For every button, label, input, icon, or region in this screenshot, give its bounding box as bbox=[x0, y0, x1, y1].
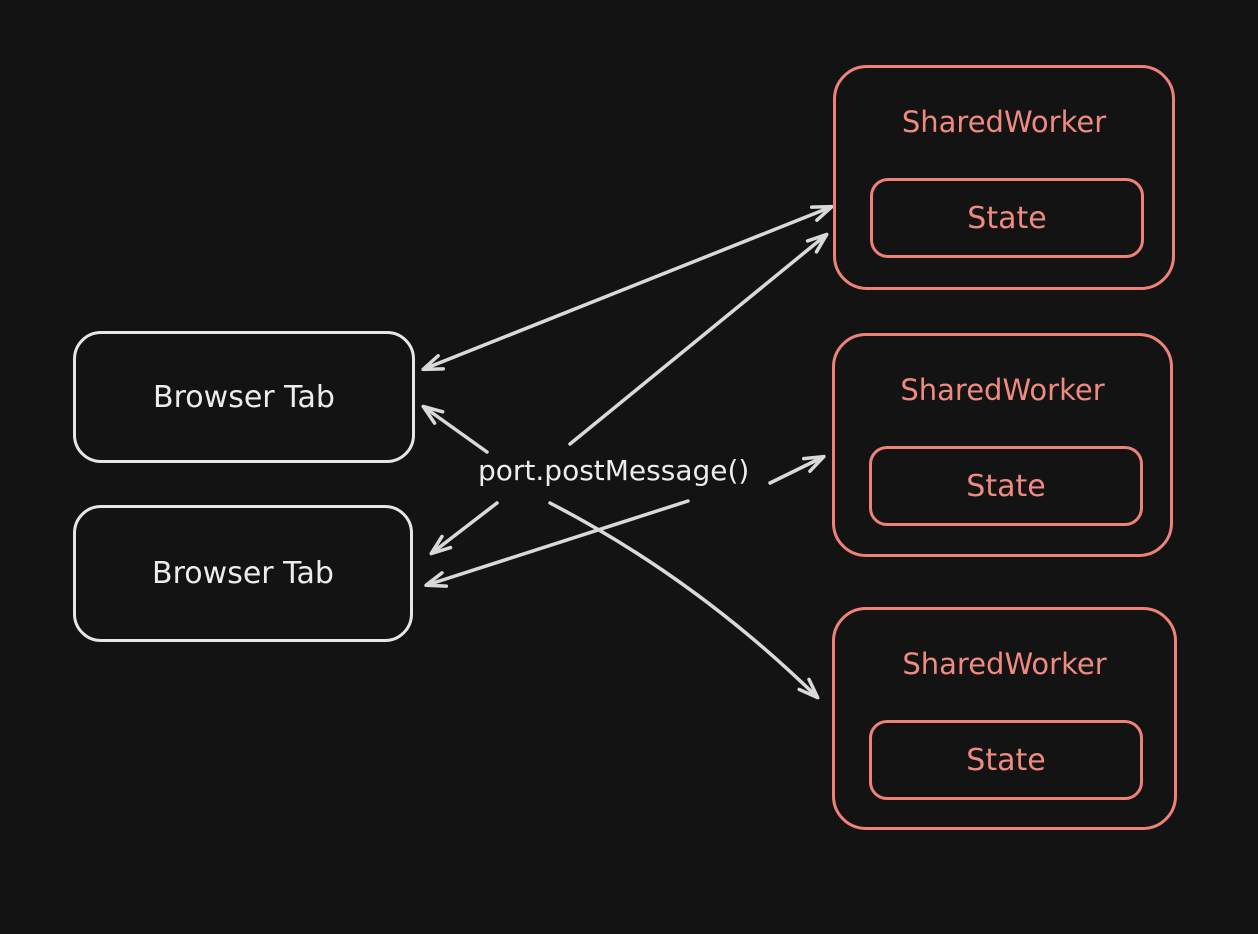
shared-worker-1-label: SharedWorker bbox=[901, 105, 1107, 139]
arrow-center-to-shared-worker-3 bbox=[548, 501, 820, 700]
shared-worker-2-state-label: State bbox=[966, 468, 1046, 504]
node-shared-worker-2: SharedWorker State bbox=[832, 333, 1173, 557]
browser-tab-2-label: Browser Tab bbox=[152, 556, 334, 591]
shared-worker-3-state-label: State bbox=[966, 742, 1046, 778]
shared-worker-3-label: SharedWorker bbox=[902, 647, 1107, 681]
node-shared-worker-3: SharedWorker State bbox=[832, 607, 1177, 830]
node-shared-worker-1-state: State bbox=[870, 178, 1144, 258]
arrow-center-to-shared-worker-1 bbox=[568, 232, 829, 446]
center-label: port.postMessage() bbox=[478, 454, 750, 487]
arrow-center-to-shared-worker-2 bbox=[768, 454, 826, 485]
shared-worker-1-state-label: State bbox=[967, 200, 1047, 236]
shared-worker-2-label: SharedWorker bbox=[900, 373, 1105, 407]
arrow-browser-tab-1-shared-worker-1-bidirectional bbox=[421, 204, 834, 372]
node-shared-worker-2-state: State bbox=[869, 446, 1143, 526]
browser-tab-1-label: Browser Tab bbox=[153, 379, 335, 415]
node-shared-worker-1: SharedWorker State bbox=[833, 65, 1175, 290]
arrow-center-to-browser-tab-2-lower bbox=[424, 499, 690, 588]
node-shared-worker-3-state: State bbox=[869, 720, 1143, 800]
arrow-center-to-browser-tab-1 bbox=[421, 404, 489, 454]
node-browser-tab-1: Browser Tab bbox=[73, 331, 415, 463]
arrow-center-to-browser-tab-2-upper bbox=[429, 501, 499, 556]
node-browser-tab-2: Browser Tab bbox=[73, 505, 413, 642]
